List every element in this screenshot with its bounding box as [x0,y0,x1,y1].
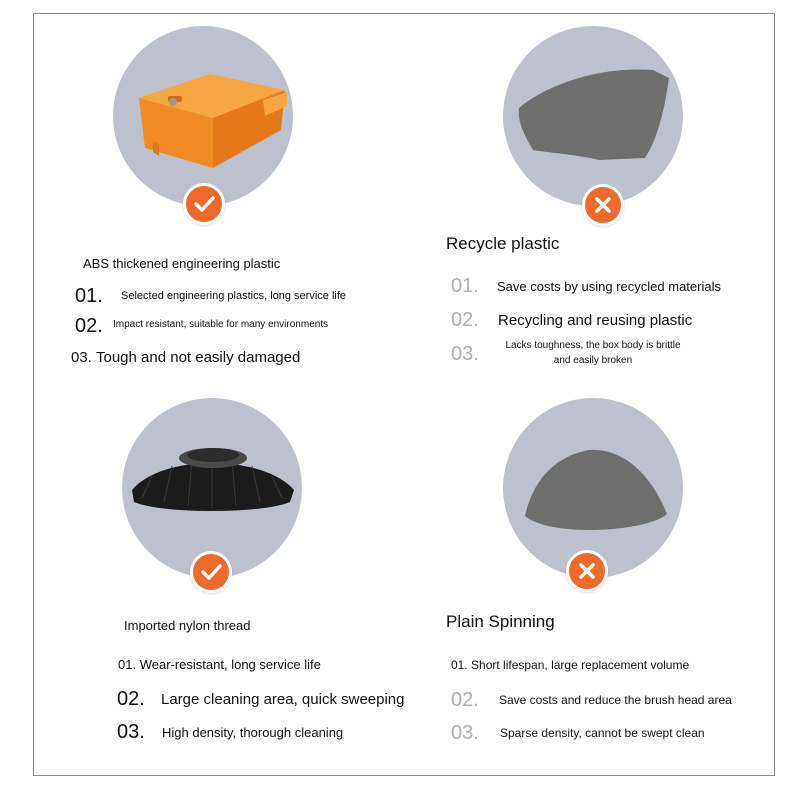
bottom-left-item-3: High density, thorough cleaning [162,725,344,740]
bottom-left-title: Imported nylon thread [124,618,251,633]
orange-box-image [139,74,287,168]
bottom-left-num-1: 01. [118,657,137,672]
gray-box-image [518,69,669,160]
gray-brush-image [525,449,667,530]
top-left-title: ABS thickened engineering plastic [83,256,281,271]
cross-badge-top-right [582,184,624,226]
bottom-right-item-1: 01. Short lifespan, large replacement vo… [451,658,689,672]
bottom-right-num-2: 02. [451,689,479,711]
top-right-num-1: 01. [451,275,479,297]
comparison-frame [33,13,775,776]
top-left-item-2: Impact resistant, suitable for many envi… [113,319,329,330]
bottom-left-num-2: 02. [117,688,145,710]
nylon-brush-image [132,448,294,511]
check-badge-top-left [183,183,225,225]
check-icon [201,564,222,580]
top-left-item-1: Selected engineering plastics, long serv… [121,290,347,302]
top-right-num-2: 02. [451,309,479,331]
bottom-left-item-1-text: Wear-resistant, long service life [139,657,321,672]
bottom-right-title: Plain Spinning [446,612,555,631]
top-right-item-1: Save costs by using recycled materials [497,279,721,294]
product-circle-nylon-brush [122,398,302,578]
top-right-item-2: Recycling and reusing plastic [498,312,693,329]
check-icon [194,196,215,212]
top-right-title: Recycle plastic [446,234,560,253]
product-circle-recycled-box [503,26,683,206]
bottom-left-num-3: 03. [117,721,145,743]
bottom-right-item-3: Sparse density, cannot be swept clean [500,726,705,740]
product-circle-plain-brush [503,398,683,578]
product-circle-abs-box [113,26,293,206]
cross-icon [579,563,595,579]
bottom-right-item-2: Save costs and reduce the brush head are… [499,693,732,707]
bottom-left-item-1: 01. Wear-resistant, long service life [118,657,321,672]
bottom-right-item-1-text: Short lifespan, large replacement volume [471,658,690,672]
check-badge-bottom-left [190,551,232,593]
top-left-num-3: 03. [71,349,92,366]
cross-badge-bottom-right [566,550,608,592]
cross-icon [595,197,611,213]
bottom-right-num-1: 01. [451,658,468,672]
top-left-num-1: 01. [75,285,103,307]
bottom-right-num-3: 03. [451,722,479,744]
top-left-item-3: Tough and not easily damaged [96,349,301,366]
top-left-num-2: 02. [75,315,103,337]
bottom-left-item-2: Large cleaning area, quick sweeping [161,691,405,708]
top-right-item-3: Lacks toughness, the box body is brittle… [505,340,681,366]
top-right-num-3: 03. [451,343,479,365]
